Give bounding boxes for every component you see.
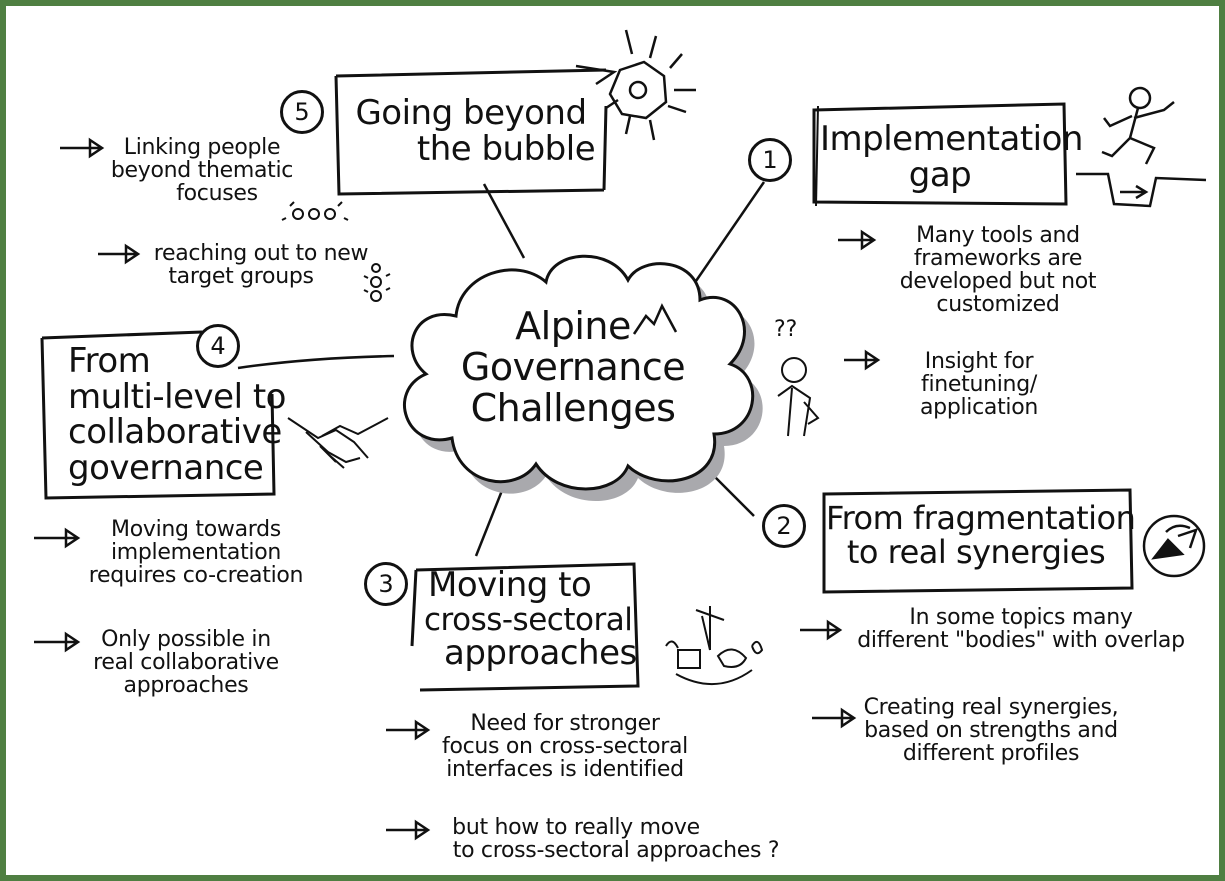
people-bubbles-icon <box>281 201 349 221</box>
bullet-4-2: Only possible in real collaborative appr… <box>76 628 296 697</box>
section-title-line: cross-sectoral <box>424 601 633 638</box>
bullet-line: to cross-sectoral approaches ? <box>452 838 780 864</box>
center-title: Alpine Governance Challenges <box>448 304 698 431</box>
section-title-line: Moving to <box>428 565 592 605</box>
box-3 <box>410 562 640 692</box>
bullet-5-1: Linking people beyond thematic focuses <box>102 136 302 205</box>
section-title-line: Implementation <box>820 119 1083 159</box>
section-title-5: Going beyond the bubble <box>346 93 596 169</box>
section-title-line: multi-level to <box>68 376 286 417</box>
bullet-line: In some topics many <box>909 605 1133 630</box>
box-4 <box>40 330 276 500</box>
bullet-line: focuses <box>176 181 258 207</box>
mountain-doodle <box>632 303 678 335</box>
section-title-1: Implementation gap <box>820 119 1083 195</box>
bullet-line: based on strengths and <box>864 718 1118 744</box>
sector-doodle <box>665 606 764 685</box>
bullet-line: real collaborative <box>93 650 279 676</box>
gap-jumper-doodle <box>1076 86 1207 208</box>
section-number-1: 1 <box>748 138 792 182</box>
sketch-lines <box>34 29 1207 841</box>
connector-2 <box>711 473 755 517</box>
section-number-5: 5 <box>280 90 324 134</box>
bullet-line: Many tools and <box>916 223 1080 248</box>
section-number-2: 2 <box>762 504 806 548</box>
bullet-line: finetuning/ <box>921 372 1037 398</box>
bullet-3-2: but how to really move to cross-sectoral… <box>426 816 806 862</box>
bullet-line: requires co-creation <box>88 563 304 589</box>
center-title-line: Challenges <box>470 386 676 431</box>
bullet-5-2: reaching out to new target groups <box>146 242 376 288</box>
bullet-line: Insight for <box>924 349 1034 374</box>
center-title-line: Alpine <box>515 304 631 348</box>
section-number-3: 3 <box>364 562 408 606</box>
section-title-line: collaborative <box>68 412 282 453</box>
bullet-2-2: Creating real synergies, based on streng… <box>846 696 1136 765</box>
connector-1 <box>694 181 766 282</box>
bullet-1-1: Many tools and frameworks are developed … <box>878 224 1118 316</box>
section-title-line: gap <box>908 154 972 195</box>
box-2 <box>822 488 1134 594</box>
bullet-line: application <box>919 395 1039 421</box>
bullet-3-1: Need for stronger focus on cross-sectora… <box>420 712 710 781</box>
box-1 <box>812 102 1068 206</box>
bullet-line: developed but not <box>899 269 1097 295</box>
bullet-line: Creating real synergies, <box>863 695 1119 720</box>
section-title-line: From <box>68 341 151 381</box>
target-group-icon <box>363 263 391 302</box>
bullet-line: beyond thematic <box>110 158 294 184</box>
thinking-person-doodle <box>777 357 820 437</box>
connector-4 <box>237 354 395 370</box>
section-title-line: Going beyond <box>355 93 587 133</box>
sun-doodle <box>605 29 696 141</box>
connector-5 <box>482 183 526 259</box>
bullet-line: reaching out to new <box>153 241 369 266</box>
bullet-line: approaches <box>123 673 249 699</box>
handshake-doodle <box>287 417 389 469</box>
bullet-line: Only possible in <box>101 627 271 652</box>
section-title-line: governance <box>68 448 264 489</box>
section-title-line: From fragmentation <box>826 499 1136 537</box>
bullet-line: frameworks are <box>913 246 1083 272</box>
bullet-line: implementation <box>110 540 282 566</box>
synergy-doodle <box>1142 514 1206 578</box>
connector-3 <box>474 487 505 557</box>
section-title-line: the bubble <box>416 128 596 169</box>
section-title-line: approaches <box>444 633 637 674</box>
box-5 <box>334 68 608 196</box>
bullet-line: different "bodies" with overlap <box>857 628 1185 654</box>
section-title-3: Moving to cross-sectoral approaches <box>424 565 639 674</box>
bullet-1-2: Insight for finetuning/ application <box>884 350 1074 419</box>
center-title-line: Governance <box>460 345 686 390</box>
bullet-line: different profiles <box>902 741 1080 767</box>
bullet-2-1: In some topics many different "bodies" w… <box>846 606 1196 652</box>
section-number-4: 4 <box>196 324 240 368</box>
bullet-line: customized <box>936 292 1060 318</box>
bullet-4-1: Moving towards implementation requires c… <box>76 518 316 587</box>
section-title-2: From fragmentation to real synergies <box>826 499 1136 571</box>
section-title-4: From multi-level to collaborative govern… <box>68 341 286 489</box>
bullet-line: Linking people <box>123 135 281 160</box>
bullet-line: Need for stronger <box>470 711 660 736</box>
bullet-line: interfaces is identified <box>446 757 684 783</box>
section-title-line: to real synergies <box>846 532 1106 571</box>
bullet-line: Moving towards <box>111 517 281 542</box>
bullet-line: target groups <box>168 264 314 290</box>
bullet-line: but how to really move <box>452 815 700 840</box>
question-marks: ?? <box>774 317 798 342</box>
bullet-line: focus on cross-sectoral <box>442 734 688 760</box>
bullet-arrows <box>34 137 881 841</box>
